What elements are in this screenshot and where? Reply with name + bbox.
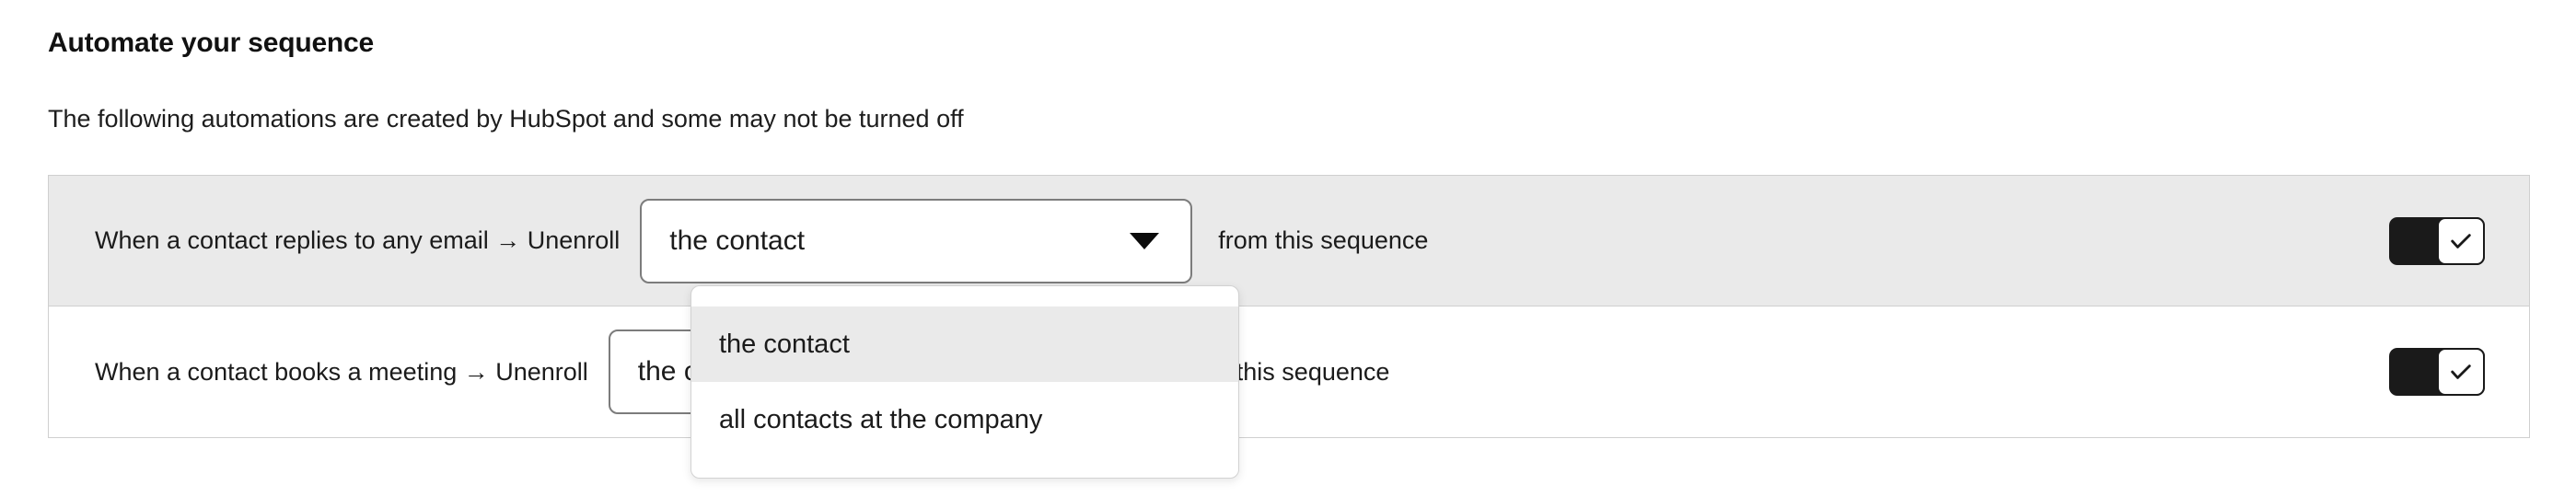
unenroll-target-select[interactable]: the contact xyxy=(640,198,1193,283)
page-subtitle: The following automations are created by… xyxy=(48,105,964,133)
automations-panel: When a contact replies to any email → Un… xyxy=(48,175,2530,438)
automation-trigger-label: When a contact replies to any email → Un… xyxy=(95,226,621,254)
dropdown-option-the-contact[interactable]: the contact xyxy=(691,306,1238,382)
automation-toggle-wrap xyxy=(2389,348,2485,396)
toggle-knob xyxy=(2437,216,2485,265)
dropdown-option-all-contacts-at-the-company[interactable]: all contacts at the company xyxy=(719,404,1043,434)
automation-toggle-wrap xyxy=(2389,216,2485,265)
automation-row: When a contact books a meeting → Unenrol… xyxy=(49,306,2529,437)
page-title: Automate your sequence xyxy=(48,28,375,58)
automation-row: When a contact replies to any email → Un… xyxy=(49,176,2529,306)
select-value-label: the contact xyxy=(669,225,806,256)
check-icon xyxy=(2448,228,2474,254)
toggle-knob xyxy=(2437,348,2485,396)
chevron-down-icon xyxy=(1130,232,1160,249)
automation-toggle[interactable] xyxy=(2389,216,2485,265)
automation-suffix-label: from this sequence xyxy=(1218,226,1429,254)
automation-trigger-label: When a contact books a meeting → Unenrol… xyxy=(95,357,588,386)
check-icon xyxy=(2448,359,2474,385)
unenroll-target-dropdown-menu: the contact all contacts at the company xyxy=(690,285,1239,479)
automation-toggle[interactable] xyxy=(2389,348,2485,396)
